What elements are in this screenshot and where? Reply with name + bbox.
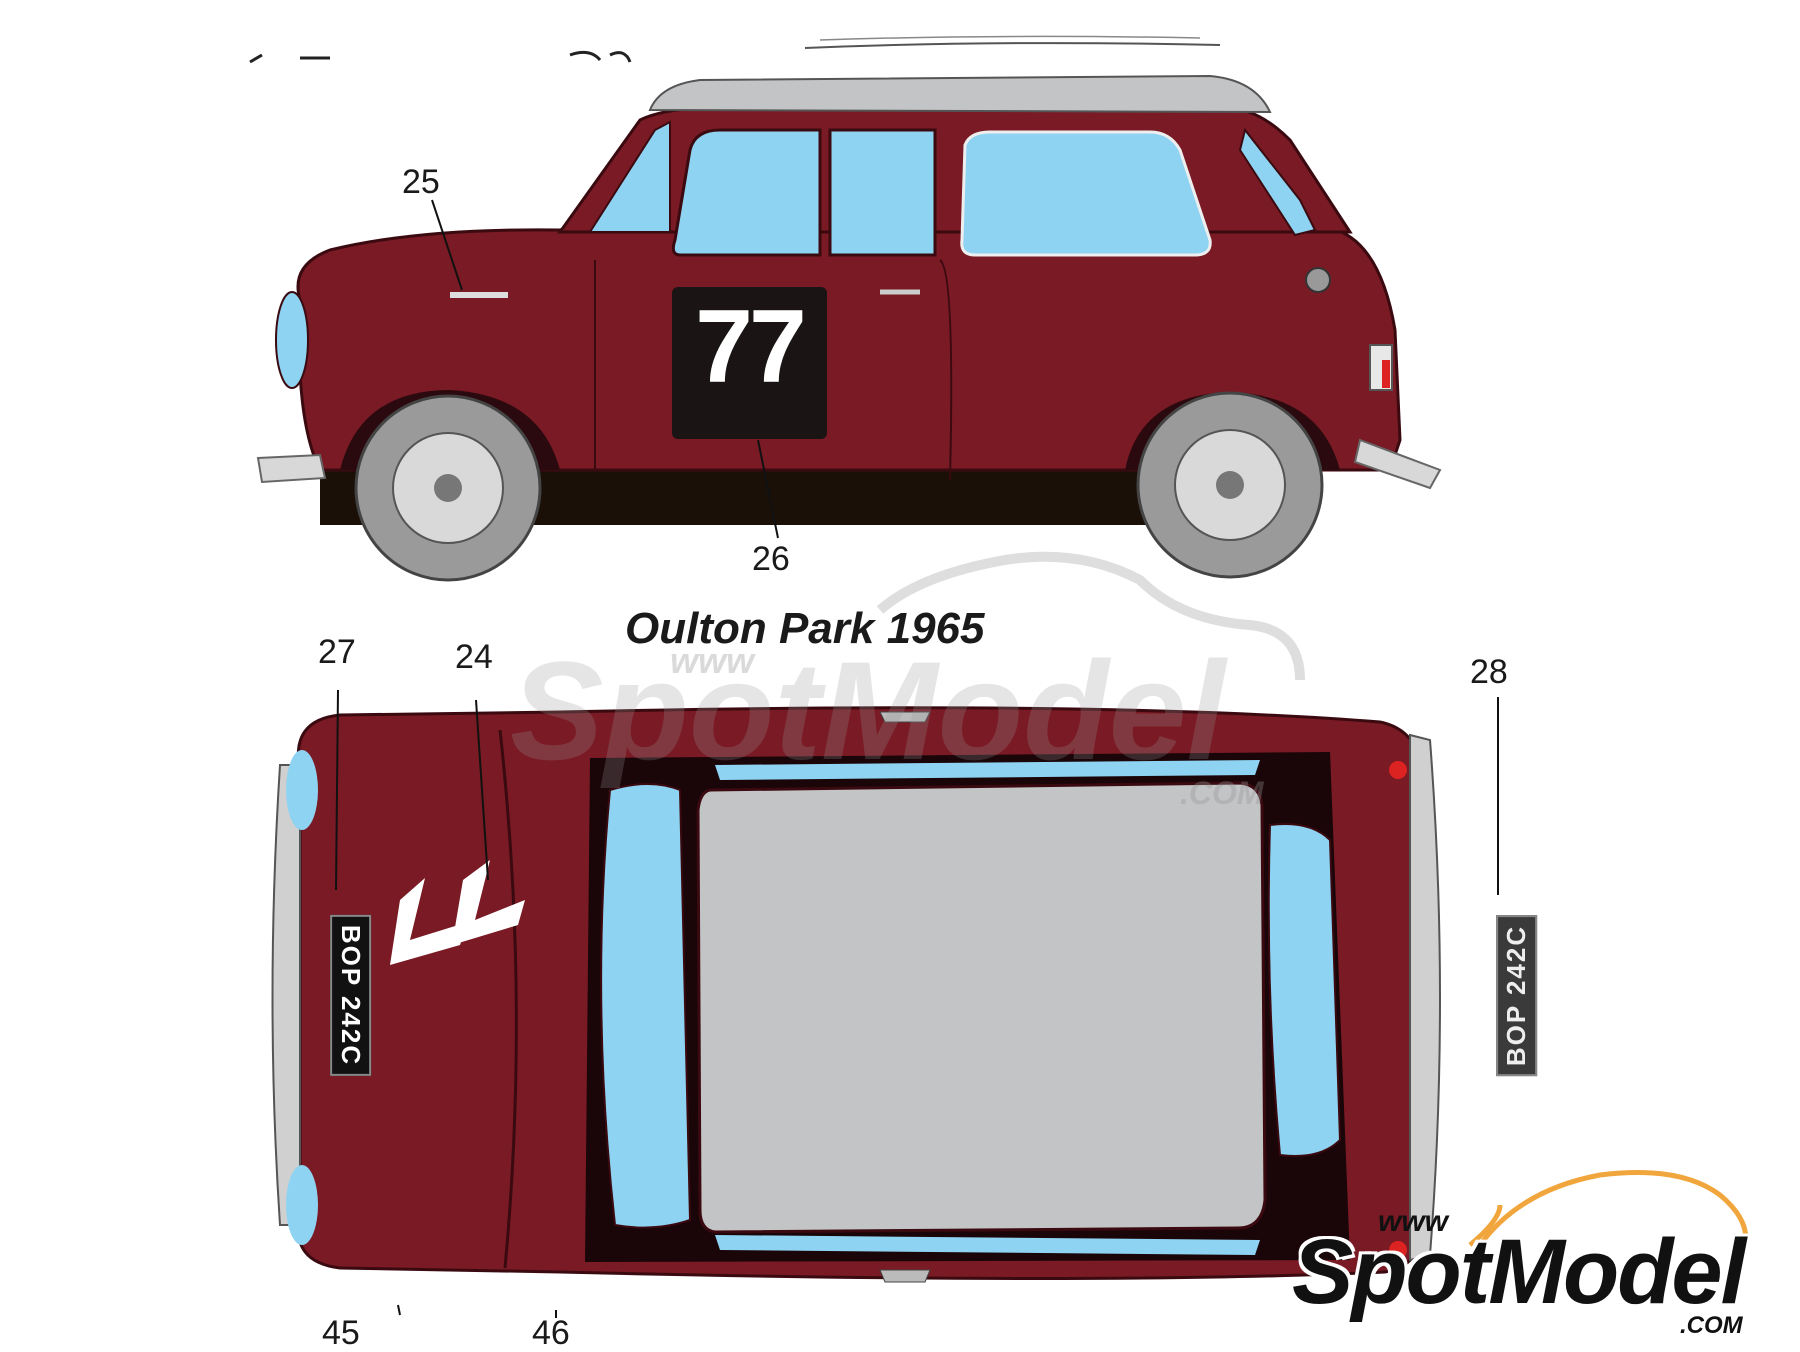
side-roof [648,74,1272,114]
logo-tld: .COM [1680,1312,1743,1339]
callout-27: 27 [318,633,356,671]
callout-28: 28 [1470,653,1508,691]
callout-26: 26 [752,540,790,578]
watermark-center-www: www [670,640,755,681]
spotmodel-logo-car-outline [1468,1170,1749,1247]
watermark-center-tld: .COM [1180,775,1264,811]
watermark-center-text: SpotModel [510,632,1226,789]
logo-name: SpotModel [1292,1221,1746,1323]
side-view [256,74,1442,582]
race-number-panel [672,287,827,439]
front-plate: BOP 242C [330,914,372,1077]
callout-46: 46 [532,1314,570,1352]
top-roof [696,781,1267,1234]
top-fragments [249,35,1221,64]
front-wheel [354,394,542,582]
rear-plate-decal: BOP 242C [1496,914,1538,1077]
callout-25: 25 [402,163,440,201]
logo-www: www [1378,1205,1449,1238]
callout-45: 45 [322,1314,360,1352]
rear-wheel [1136,391,1324,579]
event-title: Oulton Park 1965 [625,604,985,653]
race-number: 77 [695,289,807,405]
callout-24: 24 [455,638,493,676]
top-view [271,689,1499,1318]
watermark-center-car [876,551,1305,681]
